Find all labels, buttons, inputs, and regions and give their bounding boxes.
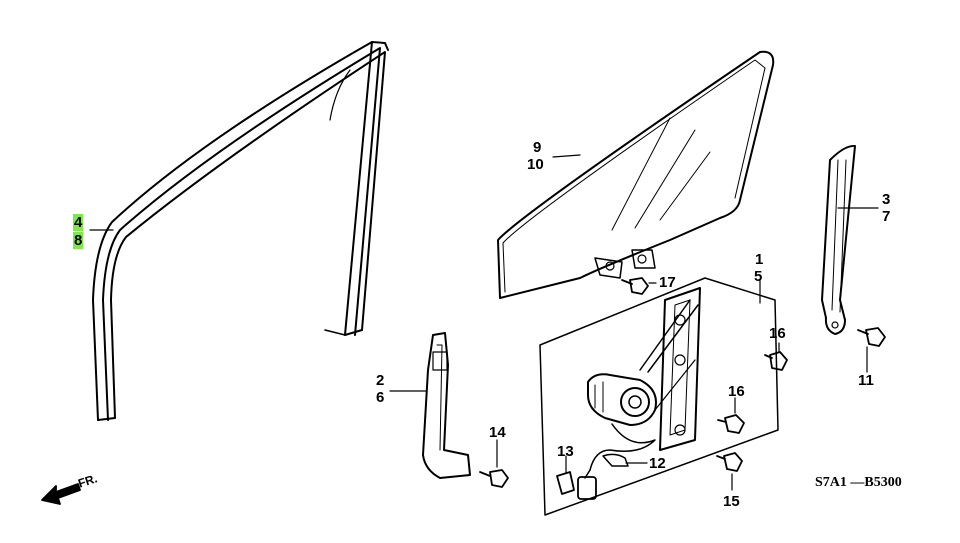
callout-3: 3 [882, 191, 891, 208]
bolt-16-upper [764, 351, 788, 371]
bolt-11 [857, 327, 886, 347]
clip-13 [556, 471, 575, 495]
callout-5: 5 [754, 268, 763, 285]
bolt-16-lower [717, 414, 745, 434]
callout-8: 8 [73, 232, 84, 249]
bolt-15 [716, 452, 743, 472]
callout-17: 17 [659, 274, 676, 291]
regulator-assembly [539, 277, 779, 516]
callout-6: 6 [376, 389, 385, 406]
front-arrow-icon [41, 483, 81, 505]
callout-7: 7 [882, 208, 891, 225]
callout-16-upper: 16 [769, 325, 786, 342]
callout-10: 10 [527, 156, 544, 173]
callout-11: 11 [858, 372, 874, 389]
callout-1: 1 [755, 251, 764, 268]
leader-lines [89, 154, 879, 491]
door-glass [497, 50, 775, 299]
rear-run-channel [821, 144, 856, 335]
callout-15: 15 [723, 493, 740, 510]
diagram-code: S7A1 —B5300 [815, 475, 902, 490]
callout-9: 9 [533, 139, 542, 156]
front-lower-channel [422, 332, 471, 479]
callout-12: 12 [649, 455, 666, 472]
bolt-17 [621, 277, 649, 295]
callout-13: 13 [557, 443, 574, 460]
bolt-14 [479, 469, 509, 488]
callout-2: 2 [376, 372, 385, 389]
door-sash-channel [92, 41, 389, 421]
callout-4: 4 [73, 214, 84, 231]
callout-16-lower: 16 [728, 383, 745, 400]
callout-14: 14 [489, 424, 506, 441]
